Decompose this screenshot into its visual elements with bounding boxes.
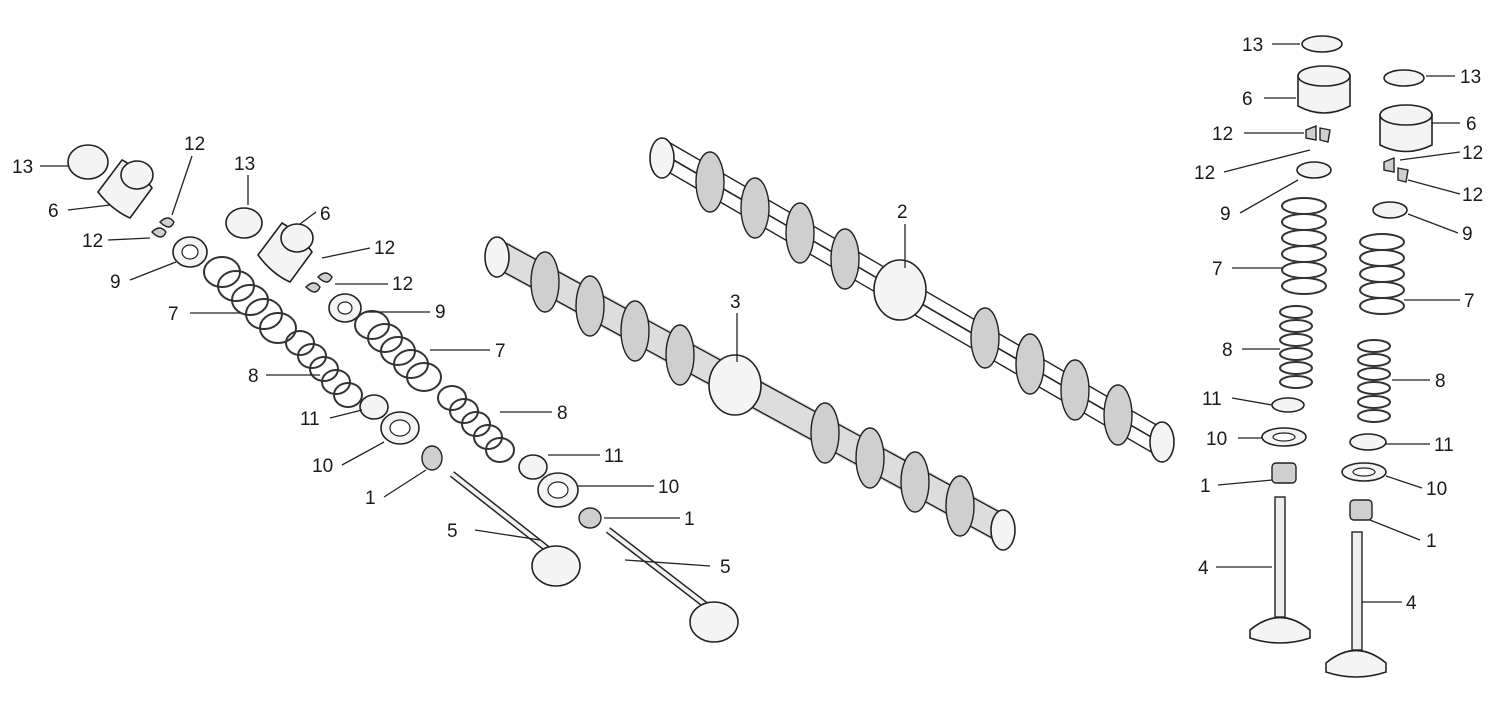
callout-3: 3 — [730, 292, 741, 313]
camshaft-2 — [649, 137, 1175, 463]
callout-5: 5 — [447, 521, 458, 542]
valve-spring-7-a — [203, 256, 297, 344]
retainer-9-d — [1372, 201, 1408, 219]
bucket-tappet-6-c — [1297, 65, 1351, 114]
valve-guide-1-c — [1271, 462, 1297, 484]
cotters-12-a — [151, 217, 175, 238]
callout-12: 12 — [1462, 185, 1483, 206]
valve-4-b — [1325, 531, 1387, 678]
valve-5-b — [605, 527, 739, 643]
callout-13: 13 — [12, 157, 33, 178]
valve-guide-1-b — [578, 507, 602, 529]
spring-seat-11-d — [1349, 433, 1387, 451]
valve-spring-8-d — [1357, 339, 1391, 423]
callout-12: 12 — [1194, 163, 1215, 184]
callout-1: 1 — [365, 488, 376, 509]
callout-7: 7 — [168, 304, 179, 325]
callout-labels: 13 6 12 12 9 7 8 11 10 1 5 13 6 12 12 9 … — [12, 35, 1483, 614]
spring-seat-11-a — [359, 394, 389, 420]
callout-13: 13 — [234, 154, 255, 175]
cotters-12-c — [1305, 124, 1331, 143]
callout-1: 1 — [684, 509, 695, 530]
callout-9: 9 — [435, 302, 446, 323]
valve-guide-1-a — [421, 445, 443, 471]
leader-lines — [40, 43, 1461, 603]
callout-12: 12 — [392, 274, 413, 295]
valve-spring-7-b — [354, 310, 442, 392]
callout-10: 10 — [1206, 429, 1227, 450]
callout-8: 8 — [1222, 340, 1233, 361]
callout-13: 13 — [1460, 67, 1481, 88]
callout-12: 12 — [1462, 143, 1483, 164]
left-assembly-outer — [67, 144, 581, 587]
callout-4: 4 — [1198, 558, 1209, 579]
callout-12: 12 — [82, 231, 103, 252]
callout-11: 11 — [300, 409, 320, 430]
valve-spring-8-b — [437, 385, 515, 463]
spring-seat-11-b — [518, 454, 548, 480]
valve-4-a — [1249, 496, 1311, 644]
callout-1: 1 — [1200, 476, 1211, 497]
callout-11: 11 — [1202, 389, 1222, 410]
valve-spring-7-d — [1359, 233, 1405, 315]
right-assembly-right — [1325, 69, 1433, 678]
callout-8: 8 — [248, 366, 259, 387]
callout-10: 10 — [658, 477, 679, 498]
shim-13-a — [67, 144, 109, 180]
callout-6: 6 — [1242, 89, 1253, 110]
callout-7: 7 — [1212, 259, 1223, 280]
callout-11: 11 — [1434, 435, 1454, 456]
spring-seat-11-c — [1271, 397, 1305, 413]
left-assembly-inner — [225, 207, 739, 643]
valve-5-a — [449, 471, 581, 587]
shim-13-d — [1383, 69, 1425, 87]
callout-4: 4 — [1406, 593, 1417, 614]
cotters-12-d — [1383, 156, 1409, 183]
callout-8: 8 — [557, 403, 568, 424]
callout-12: 12 — [374, 238, 395, 259]
right-assembly-left — [1249, 35, 1351, 644]
camshaft-3 — [484, 236, 1016, 551]
callout-7: 7 — [495, 341, 506, 362]
shim-13-b — [225, 207, 263, 239]
valve-spring-7-c — [1281, 197, 1327, 295]
callout-12: 12 — [184, 134, 205, 155]
valve-spring-8-a — [285, 330, 363, 408]
callout-13: 13 — [1242, 35, 1263, 56]
callout-6: 6 — [1466, 114, 1477, 135]
callout-12: 12 — [1212, 124, 1233, 145]
callout-10: 10 — [1426, 479, 1447, 500]
callout-7: 7 — [1464, 291, 1475, 312]
shim-13-c — [1301, 35, 1343, 53]
callout-10: 10 — [312, 456, 333, 477]
callout-1: 1 — [1426, 531, 1437, 552]
bucket-tappet-6-d — [1379, 104, 1433, 153]
cotters-12-b — [305, 272, 333, 293]
callout-9: 9 — [110, 272, 121, 293]
callout-6: 6 — [48, 201, 59, 222]
retainer-9-c — [1296, 161, 1332, 179]
callout-11: 11 — [604, 446, 624, 467]
callout-5: 5 — [720, 557, 731, 578]
bucket-tappet-6-a — [96, 158, 154, 219]
callout-2: 2 — [897, 202, 908, 223]
callout-8: 8 — [1435, 371, 1446, 392]
callout-6: 6 — [320, 204, 331, 225]
valve-guide-1-d — [1349, 499, 1373, 521]
bucket-tappet-6-b — [257, 221, 314, 283]
callout-9: 9 — [1462, 224, 1473, 245]
valve-spring-8-c — [1279, 305, 1313, 389]
callout-9: 9 — [1220, 204, 1231, 225]
